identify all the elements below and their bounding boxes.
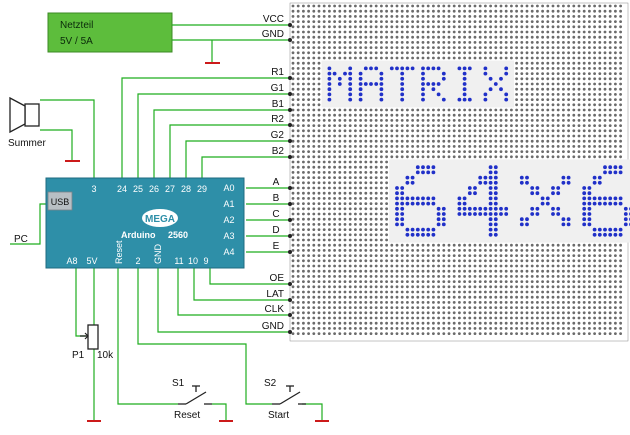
pin-top-label: 28: [181, 184, 191, 194]
label-b: B: [273, 193, 280, 204]
arduino-badge-text: MEGA: [145, 214, 175, 225]
pin-right-label: A3: [223, 231, 234, 241]
label-lat: LAT: [266, 289, 284, 300]
potentiometer-icon: [80, 324, 99, 350]
label-vcc: VCC: [263, 14, 284, 25]
label-r2: R2: [271, 114, 284, 125]
pin-bottom-label: 5V: [86, 256, 97, 266]
label-a: A: [273, 177, 280, 188]
switch-s2-icon: [272, 385, 306, 405]
usb-port: [47, 191, 73, 211]
s1-label: S1: [172, 378, 185, 389]
led-matrix-panel: [289, 2, 630, 342]
label-r1: R1: [271, 67, 284, 78]
pin-top-label: 27: [165, 184, 175, 194]
pin-right-label: A4: [223, 247, 234, 257]
pin-bottom-label: 10: [188, 256, 198, 266]
pin-top-label: 3: [91, 184, 96, 194]
label-c: C: [272, 209, 279, 220]
label-gnd-top: GND: [262, 29, 284, 40]
pin-bottom-label: 2: [135, 256, 140, 266]
connector-labels: VCC GND R1 G1 B1 R2 G2 B2 A B C D E OE L…: [262, 14, 285, 332]
arduino-name: Arduino: [121, 230, 156, 240]
pin-right-label: A1: [223, 199, 234, 209]
pin-bottom-label: Reset: [114, 240, 124, 264]
arduino-board: USB MEGA Arduino 2560 3 24 25 26 27 28 2…: [45, 177, 245, 269]
usb-label: USB: [51, 197, 70, 207]
label-g2: G2: [271, 130, 285, 141]
summer-label: Summer: [8, 138, 46, 149]
psu-label: Netzteil: [60, 20, 93, 31]
pin-top-label: 25: [133, 184, 143, 194]
ground-symbols: [65, 62, 329, 422]
pin-top-label: 29: [197, 184, 207, 194]
switch-s1-icon: [178, 385, 212, 405]
pin-right-label: A0: [223, 183, 234, 193]
pin-bottom-label: 9: [203, 256, 208, 266]
arduino-logo-badge: [142, 209, 178, 227]
power-supply: Netzteil 5V / 5A: [47, 12, 173, 53]
pin-bottom-label: A8: [66, 256, 77, 266]
pin-bottom-label: GND: [153, 244, 163, 265]
pin-top-label: 24: [117, 184, 127, 194]
pin-top-label: 26: [149, 184, 159, 194]
label-b1: B1: [272, 99, 285, 110]
label-clk: CLK: [265, 304, 285, 315]
speaker-icon: [9, 96, 40, 134]
label-g1: G1: [271, 83, 285, 94]
label-oe: OE: [270, 273, 285, 284]
s2-name: Start: [268, 410, 289, 421]
arduino-model: 2560: [168, 230, 188, 240]
connector-dots: [288, 23, 292, 334]
pin-bottom-label: 11: [174, 256, 183, 266]
p1-label: P1: [72, 350, 85, 361]
label-b2: B2: [272, 146, 285, 157]
pin-right-label: A2: [223, 215, 234, 225]
s2-label: S2: [264, 378, 277, 389]
matrix-display-text: [321, 60, 630, 243]
label-d: D: [272, 225, 279, 236]
label-gnd-bottom: GND: [262, 321, 284, 332]
p1-value: 10k: [97, 350, 114, 361]
pc-label: PC: [14, 234, 28, 245]
s1-name: Reset: [174, 410, 200, 421]
psu-rating: 5V / 5A: [60, 36, 93, 47]
wiring: [10, 24, 323, 420]
label-e: E: [273, 241, 280, 252]
